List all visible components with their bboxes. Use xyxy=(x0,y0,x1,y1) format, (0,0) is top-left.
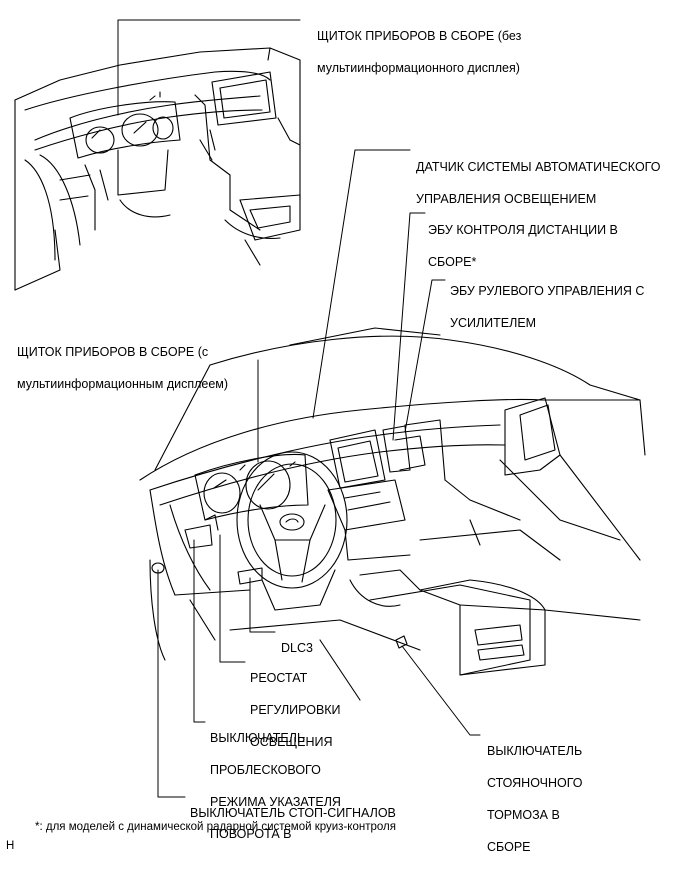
label-line: ТОРМОЗА В xyxy=(487,808,560,822)
label-line: РЕОСТАТ xyxy=(250,671,308,685)
label-line: УСИЛИТЕЛЕМ xyxy=(450,316,537,330)
footnote: *: для моделей с динамической радарной с… xyxy=(35,821,396,833)
label-dlc3: DLC3 xyxy=(281,624,313,672)
label-line: DLC3 xyxy=(281,641,313,655)
label-line: ЭБУ РУЛЕВОГО УПРАВЛЕНИЯ С xyxy=(450,284,645,298)
label-line: ВЫКЛЮЧАТЕЛЬ СТОП-СИГНАЛОВ xyxy=(190,806,396,820)
label-stop-lamp-switch: ВЫКЛЮЧАТЕЛЬ СТОП-СИГНАЛОВ xyxy=(190,789,396,837)
top-dashboard-drawing xyxy=(14,47,301,291)
label-auto-light-sensor: ДАТЧИК СИСТЕМЫ АВТОМАТИЧЕСКОГО УПРАВЛЕНИ… xyxy=(416,143,660,223)
label-line: РЕГУЛИРОВКИ xyxy=(250,703,341,717)
label-rheostat: РЕОСТАТ РЕГУЛИРОВКИ ОСВЕЩЕНИЯ xyxy=(250,654,341,766)
dashboard-diagram xyxy=(14,19,646,798)
label-power-steering-ecu: ЭБУ РУЛЕВОГО УПРАВЛЕНИЯ С УСИЛИТЕЛЕМ xyxy=(450,267,644,347)
label-cluster-with-mid: ЩИТОК ПРИБОРОВ В СБОРЕ (с мультиинформац… xyxy=(17,328,228,408)
label-line: мультиинформационного дисплея) xyxy=(317,61,520,75)
label-line: ЩИТОК ПРИБОРОВ В СБОРЕ (с xyxy=(17,345,209,359)
label-line: ПРОБЛЕСКОВОГО xyxy=(210,763,321,777)
label-line: ОСВЕЩЕНИЯ xyxy=(250,735,333,749)
label-line: ВЫКЛЮЧАТЕЛЬ xyxy=(487,744,583,758)
label-line: ДАТЧИК СИСТЕМЫ АВТОМАТИЧЕСКОГО xyxy=(416,160,661,174)
label-line: ЩИТОК ПРИБОРОВ В СБОРЕ (без xyxy=(317,29,522,43)
label-line: СТОЯНОЧНОГО xyxy=(487,776,583,790)
label-line: ЭБУ КОНТРОЛЯ ДИСТАНЦИИ В xyxy=(428,223,618,237)
label-line: мультиинформационным дисплеем) xyxy=(17,377,229,391)
label-distance-ecu: ЭБУ КОНТРОЛЯ ДИСТАНЦИИ В СБОРЕ* xyxy=(428,206,618,286)
label-line: СБОРЕ xyxy=(487,840,531,854)
label-line: УПРАВЛЕНИЯ ОСВЕЩЕНИЕМ xyxy=(416,192,597,206)
figure-code: H xyxy=(6,840,15,852)
label-cluster-without-mid: ЩИТОК ПРИБОРОВ В СБОРЕ (без мультиинформ… xyxy=(317,12,521,92)
label-line: РЕЖИМА УКАЗАТЕЛЯ xyxy=(210,795,341,809)
label-line: ВЫКЛЮЧАТЕЛЬ xyxy=(210,731,306,745)
label-line: СБОРЕ* xyxy=(428,255,477,269)
label-hazard-switch: ВЫКЛЮЧАТЕЛЬ ПРОБЛЕСКОВОГО РЕЖИМА УКАЗАТЕ… xyxy=(210,714,341,858)
leader-lines xyxy=(117,19,481,798)
bottom-dashboard-drawing xyxy=(139,327,646,701)
label-line: ПОВОРОТА В xyxy=(210,827,292,841)
label-parking-brake-switch: ВЫКЛЮЧАТЕЛЬ СТОЯНОЧНОГО ТОРМОЗА В СБОРЕ xyxy=(487,727,583,871)
page: { "callouts": { "cluster_no_mid": ["ЩИТО… xyxy=(6,12,661,854)
